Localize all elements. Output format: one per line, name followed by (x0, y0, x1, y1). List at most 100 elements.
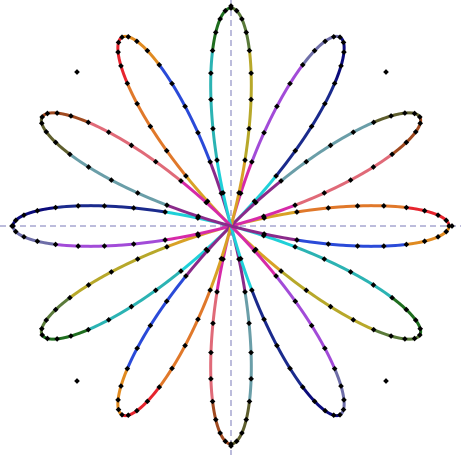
marker-point (327, 142, 334, 149)
petal-segment (296, 204, 407, 214)
marker-point (246, 398, 253, 405)
petal-segment (209, 50, 219, 161)
petal-segment (39, 296, 71, 336)
petal-segment (39, 116, 71, 156)
marker-point (195, 129, 201, 136)
petal-segment (121, 34, 161, 66)
marker-point (209, 398, 216, 405)
marker-point (273, 273, 279, 279)
marker-point (108, 269, 115, 275)
petal-segment (121, 386, 161, 418)
marker-point (183, 273, 189, 279)
marker-point (303, 287, 310, 294)
marker-point (101, 203, 108, 209)
marker-point (260, 213, 267, 220)
marker-point (389, 151, 395, 158)
marker-point (108, 177, 115, 183)
marker-point (119, 411, 125, 418)
marker-point (370, 164, 377, 170)
marker-point (446, 223, 452, 229)
marker-point (115, 397, 121, 403)
marker-point (443, 217, 450, 224)
marker-point (105, 317, 112, 323)
marker-point (338, 383, 344, 389)
marker-point (248, 349, 254, 356)
marker-point (208, 70, 214, 76)
marker-point (182, 342, 188, 349)
marker-point (134, 345, 140, 352)
marker-point (248, 287, 255, 293)
marker-point (350, 317, 357, 323)
marker-point (209, 47, 216, 54)
petal-segment (294, 245, 394, 299)
marker-point (435, 234, 441, 240)
petal-segment (230, 6, 251, 51)
marker-point (130, 205, 137, 211)
marker-point (341, 49, 347, 55)
marker-point (388, 113, 394, 119)
marker-point (246, 47, 253, 54)
marker-point (210, 320, 216, 327)
marker-point (52, 204, 59, 211)
petal-segment (243, 50, 253, 161)
marker-point (325, 205, 332, 211)
marker-point (21, 212, 27, 218)
marker-point (195, 316, 201, 323)
marker-point (212, 416, 219, 423)
marker-point (251, 247, 258, 254)
petal-segment (406, 206, 451, 227)
marker-point (412, 129, 419, 135)
petal-segment (250, 289, 304, 389)
marker-point (115, 406, 122, 413)
marker-point (237, 255, 244, 262)
marker-point (125, 33, 132, 40)
marker-point (347, 269, 354, 275)
marker-point (341, 397, 347, 403)
marker-point (144, 398, 151, 405)
marker-point (340, 406, 347, 413)
marker-point (417, 120, 424, 127)
petal-segment (68, 153, 168, 207)
marker-point (449, 223, 455, 229)
marker-point (322, 100, 328, 107)
marker-point (417, 325, 424, 332)
marker-point (115, 49, 121, 55)
marker-point (261, 316, 267, 323)
marker-point (294, 237, 300, 243)
marker-point (163, 298, 170, 305)
marker-point (278, 268, 284, 274)
marker-point (124, 80, 131, 87)
marker-point (164, 243, 170, 250)
petal-segment (11, 225, 56, 246)
marker-point (130, 241, 137, 247)
marker-point (163, 147, 170, 154)
marker-point (330, 412, 337, 419)
marker-point (75, 203, 81, 209)
marker-point (308, 123, 315, 130)
marker-point (128, 142, 135, 149)
marker-point (412, 317, 419, 323)
marker-point (261, 231, 267, 237)
marker-point (128, 303, 135, 310)
marker-point (162, 209, 168, 215)
marker-point (147, 322, 154, 329)
marker-point (416, 114, 423, 120)
marker-point (292, 147, 299, 154)
marker-point (311, 398, 318, 405)
marker-point (67, 294, 73, 301)
marker-point (222, 438, 229, 445)
marker-point (261, 129, 267, 136)
marker-point (134, 190, 141, 196)
point-markers (9, 3, 455, 449)
marker-point (248, 159, 255, 165)
petal-segment (211, 401, 232, 446)
marker-point (210, 125, 216, 132)
marker-point (242, 157, 248, 163)
petal-segment (250, 63, 304, 163)
marker-point (350, 129, 357, 135)
marker-point (294, 209, 300, 215)
marker-point (85, 119, 92, 126)
marker-point (308, 322, 315, 329)
marker-point (208, 349, 214, 356)
marker-point (435, 212, 441, 218)
